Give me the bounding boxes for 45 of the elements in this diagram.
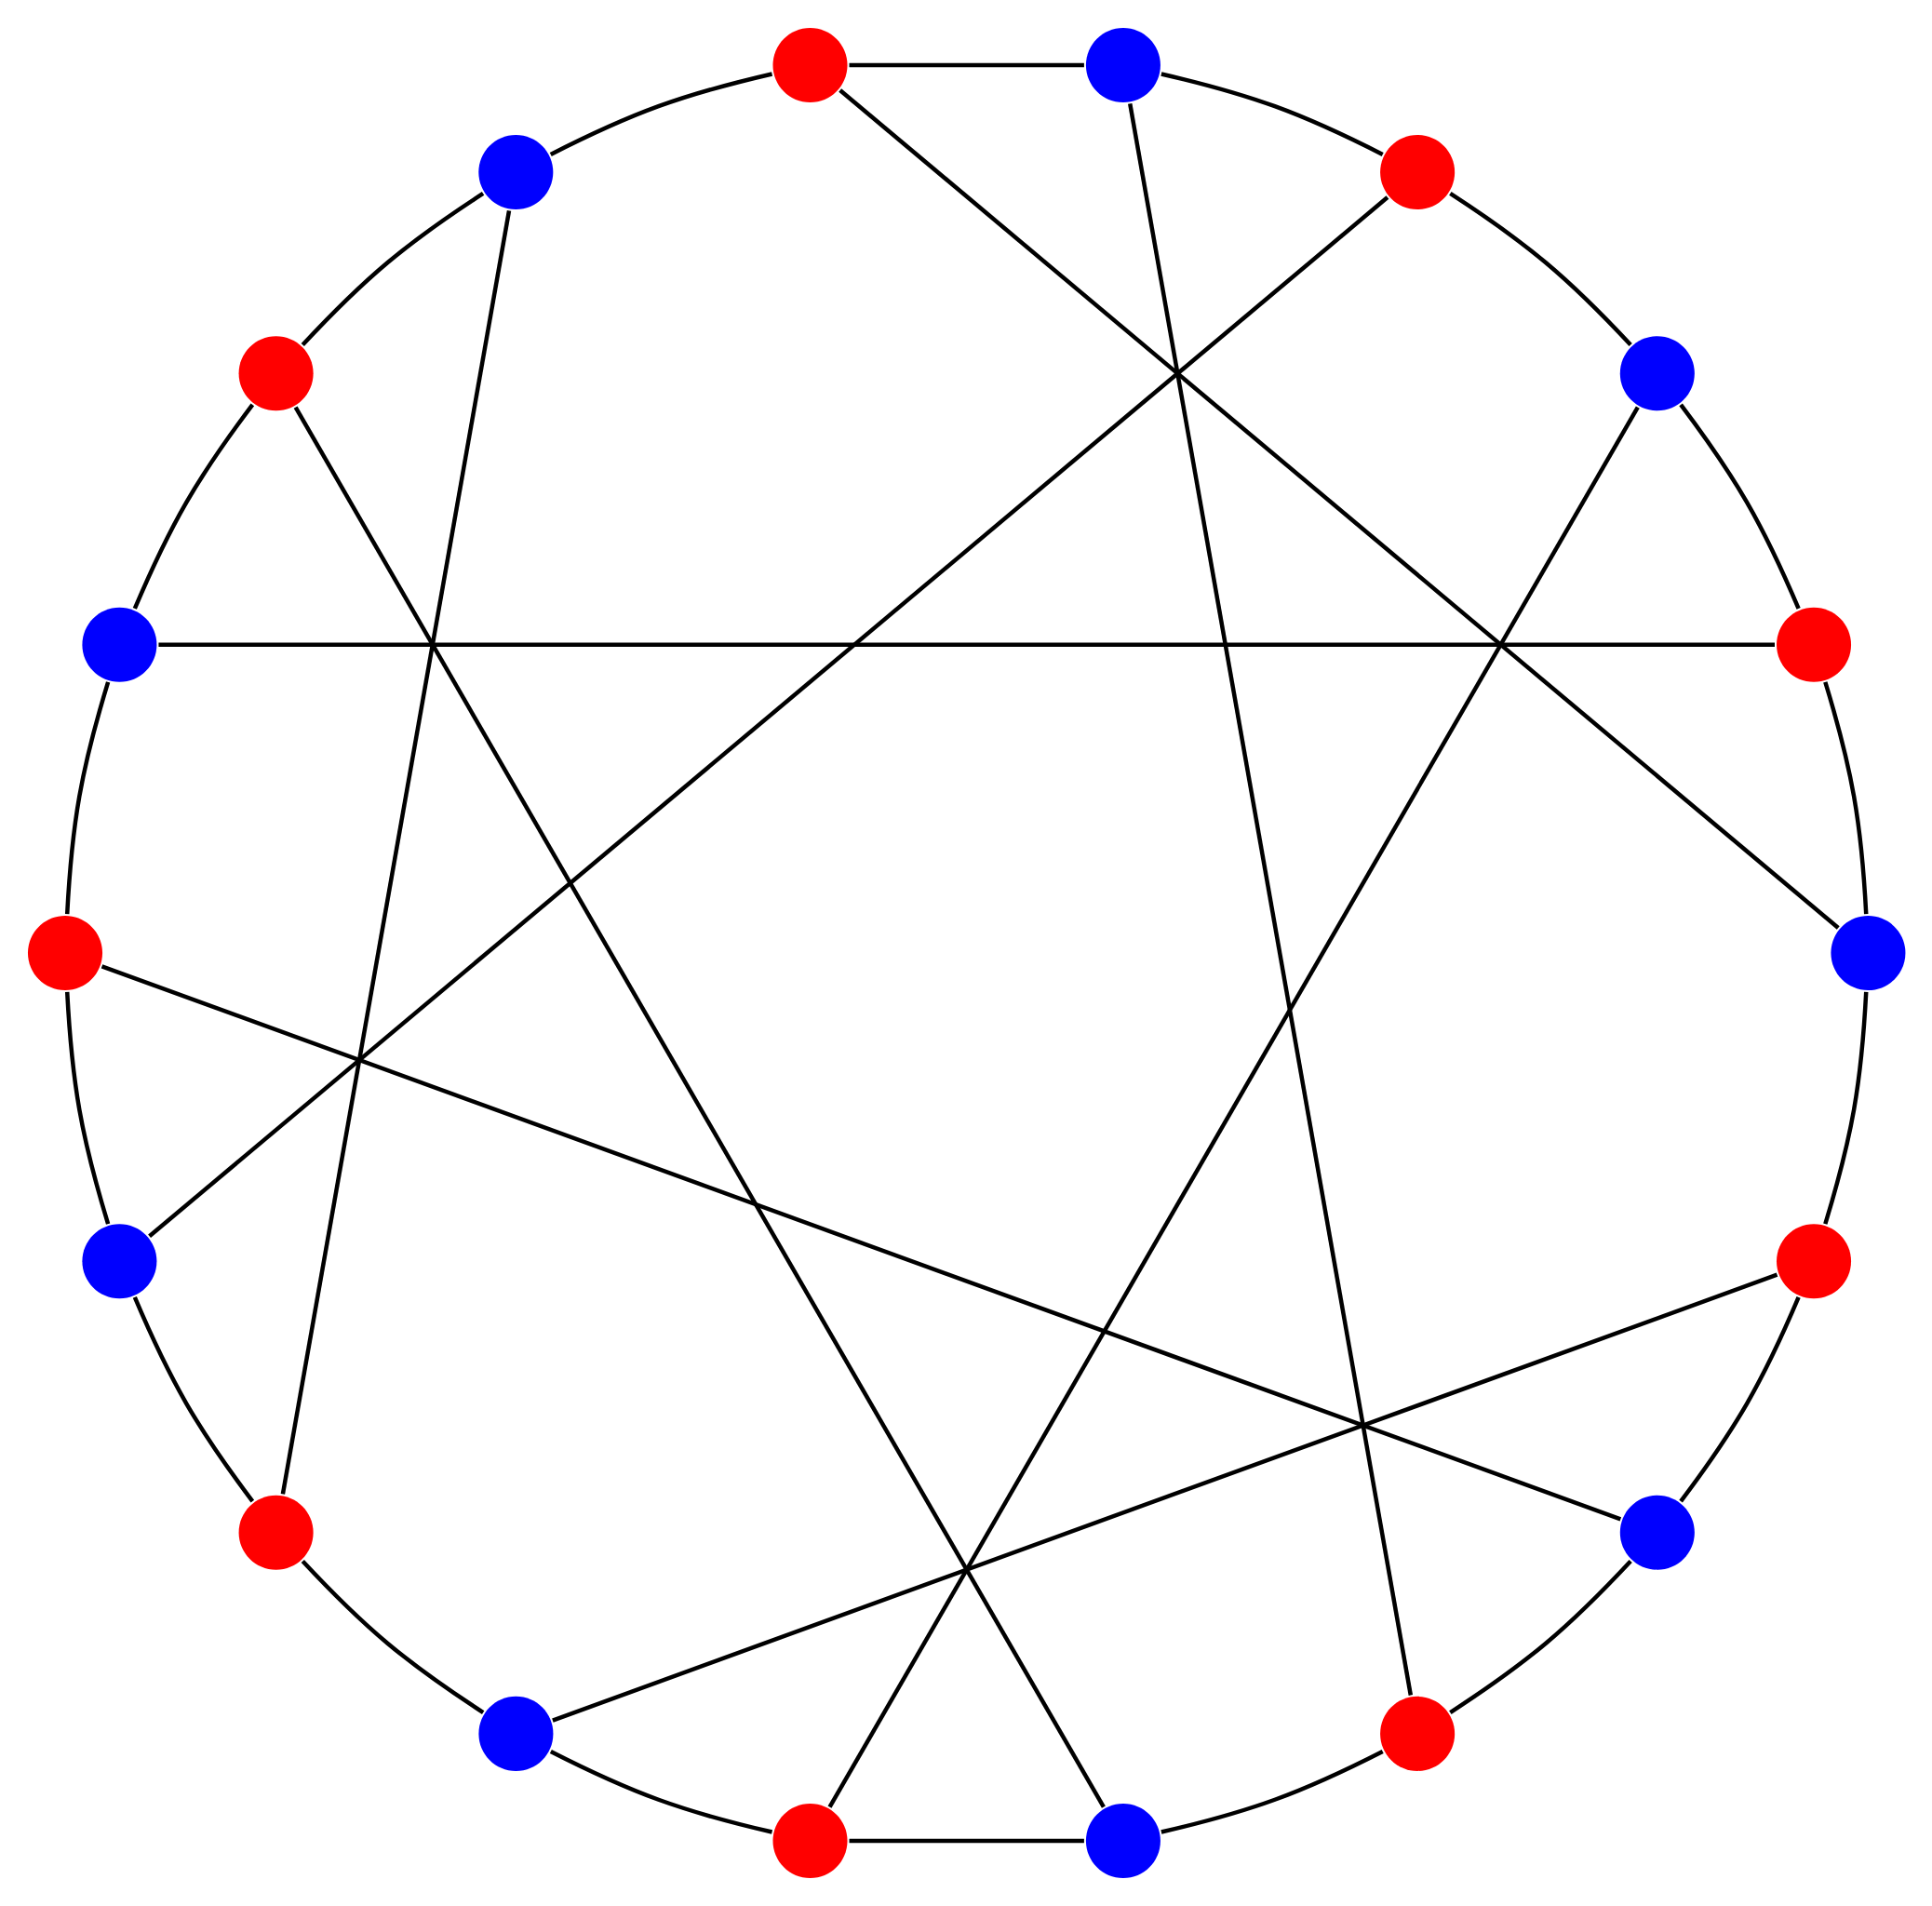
vertex-dot: [1777, 1224, 1852, 1299]
edge-line: [552, 1272, 1778, 1723]
edge-line: [101, 964, 1622, 1522]
vertex-dot: [238, 1495, 314, 1570]
edge-line: [1679, 1296, 1801, 1503]
vertex-dot: [1831, 915, 1906, 990]
vertex-dot: [1085, 1804, 1161, 1878]
edge-line: [64, 681, 111, 915]
edge-line: [1449, 192, 1632, 347]
vertex-dot: [1619, 1495, 1695, 1570]
edge-line: [148, 195, 1389, 1238]
edge-line: [1161, 72, 1384, 156]
edge-line: [132, 1296, 255, 1503]
edge-line: [849, 62, 1084, 68]
edge-line: [1679, 403, 1801, 610]
vertex-dot: [478, 1696, 554, 1771]
vertex-dot: [1085, 27, 1161, 102]
vertex-dot: [1619, 336, 1695, 411]
vertex-dot: [772, 1804, 848, 1878]
edge-line: [839, 88, 1840, 930]
edge-line: [1128, 102, 1414, 1696]
edge-line: [827, 406, 1640, 1808]
vertex-dot: [1380, 1696, 1456, 1771]
edge-line: [158, 642, 1775, 647]
edge-line: [293, 406, 1106, 1808]
edge-line: [132, 403, 255, 610]
edge-line: [1823, 991, 1869, 1225]
edge-line: [280, 210, 512, 1495]
edge-line: [64, 991, 111, 1225]
edge-line: [1449, 1559, 1632, 1714]
vertex-dot: [238, 336, 314, 411]
edge-line: [849, 1838, 1084, 1844]
vertex-dot: [82, 607, 157, 682]
vertex-dot: [478, 135, 554, 210]
edge-line: [1823, 681, 1869, 915]
edge-line: [301, 1559, 485, 1714]
vertex-dot: [772, 27, 848, 102]
edge-line: [549, 1749, 773, 1834]
vertex-dot: [1380, 135, 1456, 210]
edge-line: [1161, 1749, 1384, 1834]
vertex-dot: [1777, 607, 1852, 682]
vertex-dot: [82, 1224, 157, 1299]
edge-line: [301, 192, 485, 347]
edge-line: [549, 72, 773, 156]
vertex-dot: [28, 915, 103, 990]
